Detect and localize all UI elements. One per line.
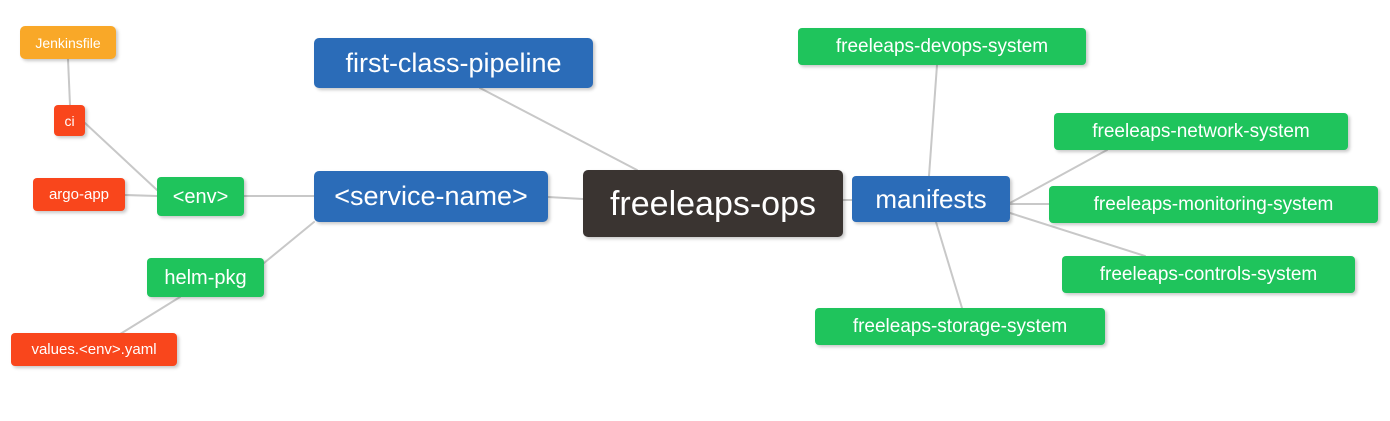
node-label-manifests: manifests [875, 184, 987, 214]
edge-first-class-pipeline-to-freeleaps-ops [479, 87, 638, 171]
node-label-first-class-pipeline: first-class-pipeline [345, 47, 562, 78]
node-freeleaps-devops-system[interactable]: freeleaps-devops-system [798, 28, 1086, 65]
edge-service-name-to-freeleaps-ops [547, 196, 584, 200]
node-label-freeleaps-monitoring-system: freeleaps-monitoring-system [1093, 194, 1334, 215]
node-argo-app[interactable]: argo-app [33, 178, 125, 211]
edge-manifests-to-freeleaps-devops-system [928, 64, 938, 177]
node-label-ci: ci [64, 112, 75, 129]
node-label-jenkinsfile: Jenkinsfile [35, 34, 101, 51]
node-jenkinsfile[interactable]: Jenkinsfile [20, 26, 116, 59]
edge-manifests-to-freeleaps-storage-system [935, 221, 963, 309]
node-label-argo-app: argo-app [48, 186, 110, 203]
node-freeleaps-controls-system[interactable]: freeleaps-controls-system [1062, 256, 1355, 293]
node-ci[interactable]: ci [54, 105, 85, 136]
edge-ci-to-env [84, 122, 158, 191]
node-label-freeleaps-devops-system: freeleaps-devops-system [835, 36, 1049, 57]
edge-argo-app-to-env [124, 194, 158, 197]
node-helm-pkg[interactable]: helm-pkg [147, 258, 264, 297]
node-values-yaml[interactable]: values.<env>.yaml [11, 333, 177, 366]
node-label-freeleaps-storage-system: freeleaps-storage-system [852, 316, 1068, 337]
node-label-service-name: <service-name> [334, 181, 528, 211]
node-freeleaps-monitoring-system[interactable]: freeleaps-monitoring-system [1049, 186, 1378, 223]
node-freeleaps-storage-system[interactable]: freeleaps-storage-system [815, 308, 1105, 345]
node-label-values-yaml: values.<env>.yaml [31, 341, 157, 358]
node-label-freeleaps-network-system: freeleaps-network-system [1092, 121, 1310, 142]
node-freeleaps-network-system[interactable]: freeleaps-network-system [1054, 113, 1348, 150]
node-freeleaps-ops[interactable]: freeleaps-ops [583, 170, 843, 237]
node-label-freeleaps-ops: freeleaps-ops [609, 184, 816, 223]
edge-helm-pkg-to-values-yaml [116, 296, 181, 337]
node-env[interactable]: <env> [157, 177, 244, 216]
edge-jenkinsfile-to-ci [67, 58, 71, 106]
node-first-class-pipeline[interactable]: first-class-pipeline [314, 38, 593, 88]
edge-manifests-to-freeleaps-controls-system [1009, 212, 1146, 257]
node-label-freeleaps-controls-system: freeleaps-controls-system [1099, 264, 1318, 285]
edge-service-name-to-helm-pkg [263, 221, 315, 264]
edge-manifests-to-freeleaps-network-system [1009, 149, 1108, 204]
node-manifests[interactable]: manifests [852, 176, 1010, 222]
node-label-env: <env> [172, 185, 229, 208]
node-label-helm-pkg: helm-pkg [164, 266, 247, 289]
node-service-name[interactable]: <service-name> [314, 171, 548, 222]
